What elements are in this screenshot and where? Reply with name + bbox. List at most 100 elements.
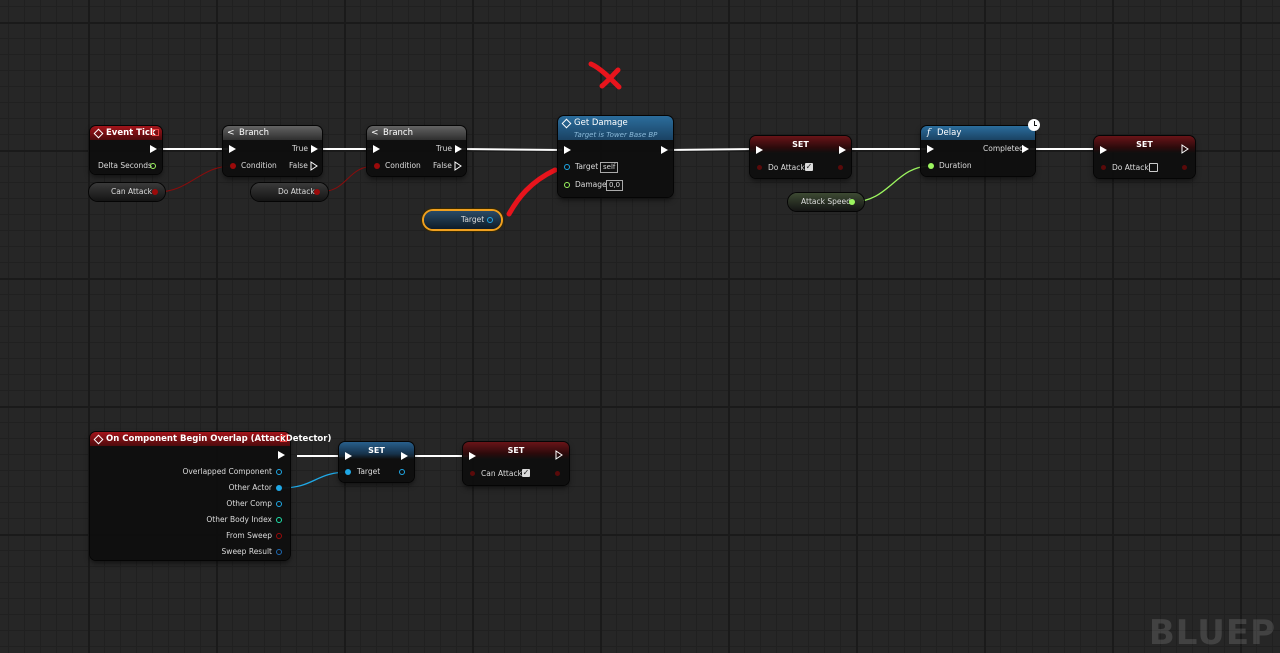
- exec-out-pin[interactable]: [150, 145, 157, 153]
- bool-pin[interactable]: [230, 163, 236, 169]
- do-attack-checkbox[interactable]: [1149, 163, 1158, 172]
- struct-pin[interactable]: [276, 549, 282, 555]
- do-attack-getter[interactable]: Do Attack: [251, 183, 328, 201]
- exec-out-pin[interactable]: [661, 146, 668, 154]
- object-pin[interactable]: [487, 217, 493, 223]
- pin-label-delta-seconds: Delta Seconds: [98, 161, 152, 170]
- latent-clock-icon: [1028, 119, 1040, 131]
- float-pin[interactable]: [150, 163, 156, 169]
- pin-label-other-comp: Other Comp: [226, 499, 272, 508]
- node-header: On Component Begin Overlap (AttackDetect…: [90, 432, 331, 446]
- node-header: < Branch: [223, 126, 322, 140]
- bool-pin[interactable]: [152, 189, 158, 195]
- bool-out-pin[interactable]: [555, 471, 560, 476]
- bool-out-pin[interactable]: [838, 165, 843, 170]
- exec-out-pin[interactable]: [555, 450, 564, 460]
- pin-label-true: True: [292, 144, 308, 153]
- exec-out-pin[interactable]: [401, 452, 408, 460]
- attack-speed-getter[interactable]: Attack Speed: [788, 193, 864, 211]
- branch-node-1[interactable]: < Branch True Condition False: [223, 126, 322, 176]
- event-diamond-icon: [93, 434, 104, 445]
- set-target-node[interactable]: SET Target: [339, 442, 414, 482]
- exec-out-false-pin[interactable]: [454, 161, 463, 171]
- begin-overlap-event-node[interactable]: On Component Begin Overlap (AttackDetect…: [90, 432, 331, 560]
- pin-label-target: Target: [357, 467, 381, 476]
- exec-out-pin[interactable]: [1022, 145, 1029, 153]
- exec-in-pin[interactable]: [229, 145, 236, 153]
- set-do-attack-node-2[interactable]: SET Do Attack: [1094, 136, 1195, 178]
- node-title: SET: [750, 136, 851, 153]
- getter-label: Can Attack: [111, 187, 152, 196]
- target-getter[interactable]: Target: [424, 211, 501, 229]
- exec-in-pin[interactable]: [756, 146, 763, 154]
- exec-out-pin[interactable]: [839, 146, 846, 154]
- pin-label-target: Target: [575, 162, 599, 171]
- exec-in-pin[interactable]: [469, 452, 476, 460]
- node-title: Delay: [937, 128, 962, 138]
- float-pin[interactable]: [928, 163, 934, 169]
- event-tick-node[interactable]: Event Tick Delta Seconds: [90, 126, 162, 174]
- branch-node-2[interactable]: <Branch True Condition False: [367, 126, 466, 176]
- exec-out-pin[interactable]: [1181, 144, 1190, 154]
- exec-in-pin[interactable]: [564, 146, 571, 154]
- exec-wire: [666, 148, 756, 151]
- object-pin[interactable]: [276, 501, 282, 507]
- float-pin[interactable]: [564, 182, 570, 188]
- pin-label-true: True: [436, 144, 452, 153]
- exec-out-true-pin[interactable]: [311, 145, 318, 153]
- object-out-pin[interactable]: [399, 469, 405, 475]
- node-title: On Component Begin Overlap (AttackDetect…: [106, 434, 332, 444]
- node-title: Branch: [383, 128, 413, 138]
- bool-out-pin[interactable]: [1182, 165, 1187, 170]
- float-pin[interactable]: [849, 199, 855, 205]
- can-attack-checkbox[interactable]: ✓: [522, 468, 530, 477]
- delegate-pin-icon[interactable]: [280, 435, 287, 442]
- exec-out-true-pin[interactable]: [455, 145, 462, 153]
- pin-label-from-sweep: From Sweep: [226, 531, 272, 540]
- node-header: Event Tick: [90, 126, 162, 140]
- set-can-attack-node[interactable]: SET Can Attack ✓: [463, 442, 569, 485]
- exec-in-pin[interactable]: [373, 145, 380, 153]
- pin-label-false: False: [289, 161, 308, 170]
- bool-pin[interactable]: [374, 163, 380, 169]
- bool-pin[interactable]: [276, 533, 282, 539]
- bool-pin[interactable]: [470, 471, 475, 476]
- function-diamond-icon: [561, 118, 572, 129]
- pin-label-duration: Duration: [939, 161, 972, 170]
- exec-in-pin[interactable]: [1100, 146, 1107, 154]
- bool-pin[interactable]: [314, 189, 320, 195]
- bool-wire: [156, 165, 233, 193]
- delegate-pin-icon[interactable]: [152, 129, 159, 136]
- object-pin[interactable]: [276, 469, 282, 475]
- node-title: SET: [1094, 136, 1195, 153]
- bool-pin[interactable]: [1101, 165, 1106, 170]
- exec-in-pin[interactable]: [345, 452, 352, 460]
- target-value-field[interactable]: self: [600, 162, 619, 173]
- pin-label-other-actor: Other Actor: [228, 483, 272, 492]
- object-pin[interactable]: [345, 469, 351, 475]
- pin-label-condition: Condition: [385, 161, 421, 170]
- bool-pin[interactable]: [757, 165, 762, 170]
- pin-label-overlapped-component: Overlapped Component: [182, 467, 272, 476]
- branch-icon: <: [227, 128, 235, 138]
- exec-out-pin[interactable]: [278, 451, 285, 459]
- pin-label-other-body-index: Other Body Index: [206, 515, 272, 524]
- damage-value-field[interactable]: 0,0: [606, 180, 624, 191]
- node-title: Branch: [239, 128, 269, 138]
- exec-in-pin[interactable]: [927, 145, 934, 153]
- node-title: Event Tick: [106, 128, 156, 138]
- node-header: < Branch: [367, 126, 466, 140]
- branch-icon: <: [371, 128, 379, 138]
- do-attack-checkbox[interactable]: ✓: [805, 162, 813, 171]
- int-pin[interactable]: [276, 517, 282, 523]
- can-attack-getter[interactable]: Can Attack: [89, 183, 165, 201]
- pin-label-condition: Condition: [241, 161, 277, 170]
- object-pin[interactable]: [276, 485, 282, 491]
- object-pin[interactable]: [564, 164, 570, 170]
- pin-label-do-attack: Do Attack: [1112, 163, 1149, 172]
- exec-wire: [461, 148, 563, 151]
- set-do-attack-node-1[interactable]: SET Do Attack ✓: [750, 136, 851, 178]
